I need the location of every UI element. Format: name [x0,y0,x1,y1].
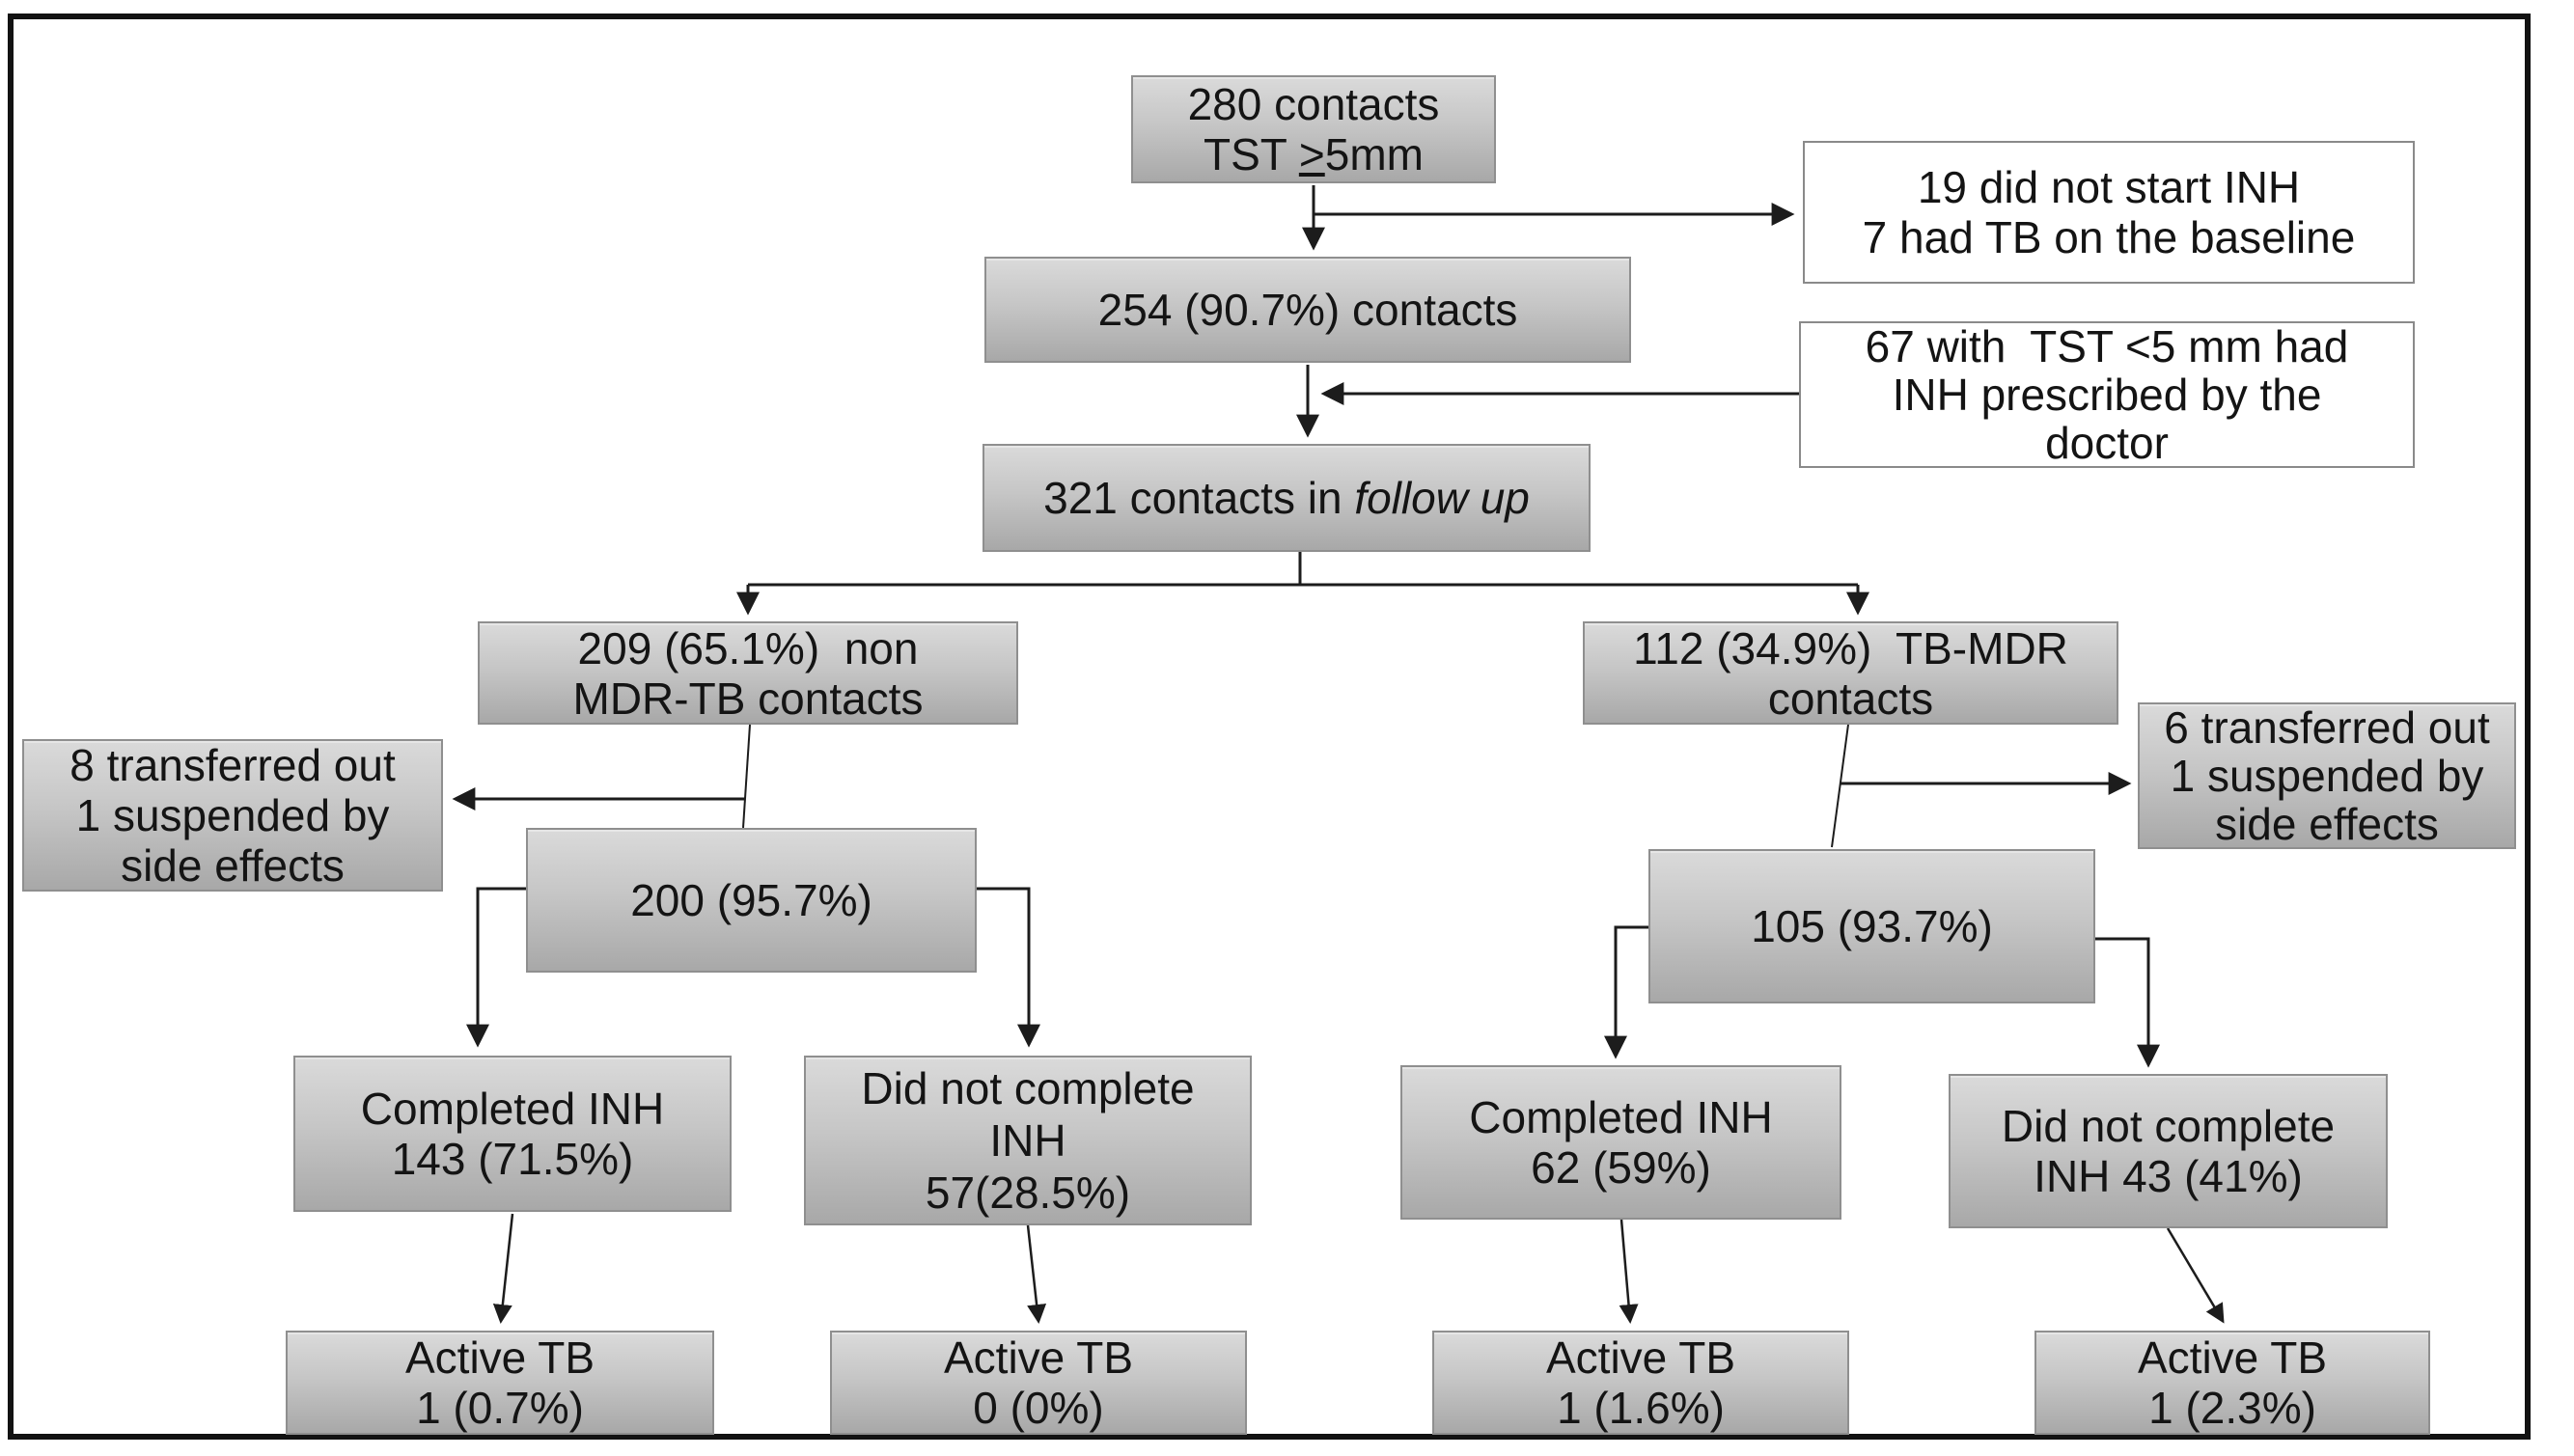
note-19-did-not-start-inh: 19 did not start INH 7 had TB on the bas… [1803,141,2415,284]
arrow-notcompleted43-to-activetb [2166,1227,2225,1324]
node-text: 1 (0.7%) [416,1383,584,1433]
node-254-contacts: 254 (90.7%) contacts [984,257,1631,363]
note-text: 67 with TST <5 mm had [1865,321,2349,371]
arrow-notcompleted57-to-activetb [1026,1224,1047,1324]
arrow-200-to-notcompleted57 [977,887,1040,1048]
node-text: MDR-TB contacts [572,673,924,724]
note-text: 7 had TB on the baseline [1862,212,2356,262]
node-text: 6 transferred out [2164,702,2490,753]
node-text: 1 (1.6%) [1557,1383,1725,1433]
arrow-completed62-to-activetb [1619,1219,1639,1324]
node-105-on-inh: 105 (93.7%) [1648,849,2095,1003]
node-completed-inh-143: Completed INH 143 (71.5%) [293,1056,732,1212]
node-321-followup: 321 contacts in follow up [983,444,1591,552]
node-completed-inh-62: Completed INH 62 (59%) [1400,1065,1841,1220]
arrow-105-to-completed62 [1604,925,1648,1059]
node-text: INH 43 (41%) [2034,1151,2303,1201]
node-text: INH [989,1115,1066,1166]
node-text: Did not complete [861,1063,1195,1113]
node-text: side effects [2215,799,2439,849]
node-text: 105 (93.7%) [1751,901,1993,951]
node-text: 254 (90.7%) contacts [1097,285,1518,335]
node-text: 321 contacts in follow up [1043,473,1530,523]
node-text: 112 (34.9%) TB-MDR [1633,622,2068,673]
node-text: 1 (2.3%) [2148,1383,2316,1433]
node-text: 200 (95.7%) [630,875,872,925]
arrow-completed143-to-activetb [492,1213,514,1324]
node-text: 57(28.5%) [925,1168,1131,1218]
node-6-transferred-out: 6 transferred out 1 suspended by side ef… [2138,702,2516,849]
line-112-to-105 [1831,724,1849,848]
node-text: TST >5mm [1204,129,1424,179]
node-active-tb-completed-mdr: Active TB 1 (1.6%) [1432,1331,1849,1435]
line-209-to-200 [742,724,751,829]
note-text: doctor [2045,418,2169,468]
node-112-mdr-contacts: 112 (34.9%) TB-MDR contacts [1583,621,2118,725]
node-text: Active TB [944,1332,1133,1383]
arrow-200-to-completed143 [466,887,526,1048]
node-209-non-mdr-contacts: 209 (65.1%) non MDR-TB contacts [478,621,1018,725]
node-text: Active TB [405,1332,595,1383]
node-text: 280 contacts [1187,79,1440,129]
node-did-not-complete-inh-43: Did not complete INH 43 (41%) [1949,1074,2388,1228]
node-text: Active TB [1546,1332,1735,1383]
node-text: 8 transferred out [69,740,396,790]
node-280-contacts: 280 contacts TST >5mm [1131,75,1496,183]
node-200-on-inh: 200 (95.7%) [526,828,977,973]
node-active-tb-completed-nonmdr: Active TB 1 (0.7%) [286,1331,714,1435]
node-active-tb-not-completed-mdr: Active TB 1 (2.3%) [2034,1331,2430,1435]
node-text: 62 (59%) [1531,1142,1711,1193]
node-text: Completed INH [1469,1092,1773,1142]
node-text: 209 (65.1%) non [577,622,919,673]
arrow-105-to-notcompleted43 [2095,937,2160,1068]
node-text: 143 (71.5%) [391,1134,634,1184]
note-text: INH prescribed by the [1892,370,2322,420]
node-text: side effects [121,840,345,891]
note-67-tst-under-5mm: 67 with TST <5 mm had INH prescribed by … [1799,321,2415,468]
node-text: 1 suspended by [2170,751,2484,801]
node-text: 1 suspended by [75,790,390,840]
node-text: contacts [1767,673,1934,724]
node-text: 0 (0%) [973,1383,1104,1433]
node-active-tb-not-completed-nonmdr: Active TB 0 (0%) [830,1331,1247,1435]
node-text: Active TB [2138,1332,2327,1383]
diagram-border [8,14,2531,1440]
node-8-transferred-out: 8 transferred out 1 suspended by side ef… [22,739,443,892]
note-text: 19 did not start INH [1917,162,2301,212]
node-did-not-complete-inh-57: Did not complete INH 57(28.5%) [804,1056,1252,1225]
node-text: Did not complete [2001,1101,2336,1151]
node-text: Completed INH [360,1084,665,1134]
